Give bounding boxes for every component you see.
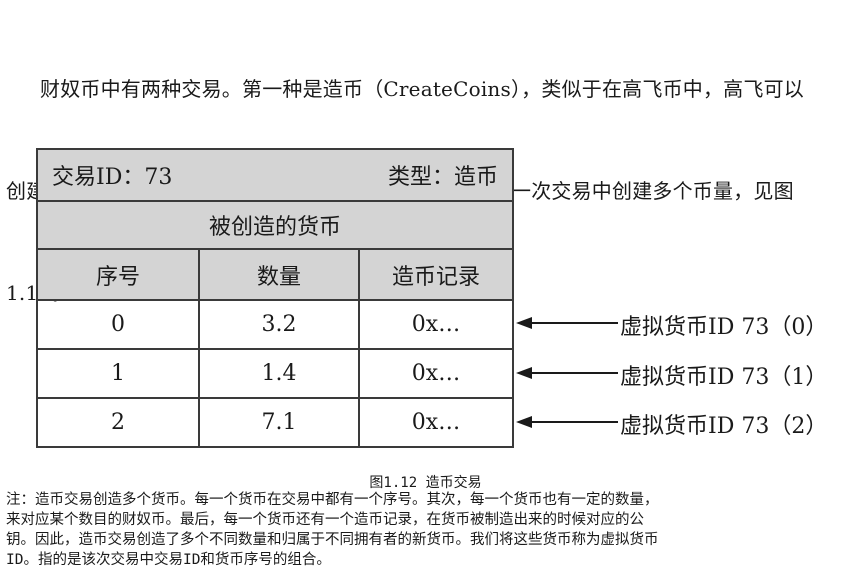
column-header-index: 序号 (95, 264, 140, 290)
table-row: 0 3.2 0x… (38, 299, 512, 348)
cell-amount: 1.4 (198, 350, 358, 397)
paragraph-line: 财奴币中有两种交易。第一种是造币（CreateCoins），类似于在高飞币中，高… (40, 77, 804, 101)
create-coins-transaction-table: 交易ID：73 类型：造币 被创造的货币 序号 数量 造币记录 0 3.2 0x… (36, 148, 514, 448)
pointer-arrows (516, 317, 618, 428)
cell-record: 0x… (358, 350, 512, 397)
note-line: 注：造币交易创造多个货币。每一个货币在交易中都有一个序号。其次，每一个货币也有一… (6, 492, 659, 508)
cell-index: 0 (111, 312, 125, 337)
table-row: 1 1.4 0x… (38, 348, 512, 397)
figure-caption: 图1.12 造币交易 (369, 475, 482, 491)
cell-index: 2 (111, 410, 125, 435)
table-header-row: 交易ID：73 类型：造币 (38, 150, 512, 200)
virtual-coin-id-label: 虚拟货币ID 73（1） (620, 365, 828, 390)
note-line: 钥。因此，造币交易创造了多个不同数量和归属于不同拥有者的新货币。我们将这些货币称… (6, 532, 659, 548)
arrow-icon (516, 416, 618, 428)
table-subtitle: 被创造的货币 (208, 215, 341, 240)
arrow-icon (516, 367, 618, 379)
cell-amount: 3.2 (198, 301, 358, 348)
note-line: ID。指的是该次交易中交易ID和货币序号的组合。 (6, 552, 331, 568)
cell-amount: 7.1 (198, 399, 358, 446)
cell-record: 0x… (358, 301, 512, 348)
table-subtitle-row: 被创造的货币 (38, 200, 512, 248)
table-column-header-row: 序号 数量 造币记录 (38, 248, 512, 299)
table-row: 2 7.1 0x… (38, 397, 512, 446)
column-header-amount: 数量 (198, 250, 358, 299)
figure-note: 注：造币交易创造多个货币。每一个货币在交易中都有一个序号。其次，每一个货币也有一… (6, 490, 851, 570)
transaction-id-label: 交易ID：73 (52, 165, 173, 190)
note-line: 来对应某个数目的财奴币。最后，每一个货币还有一个造币记录，在货币被制造出来的时候… (6, 512, 644, 528)
virtual-coin-id-label: 虚拟货币ID 73（2） (620, 414, 828, 439)
transaction-type-label: 类型：造币 (387, 165, 498, 190)
cell-index: 1 (111, 361, 125, 386)
cell-record: 0x… (358, 399, 512, 446)
column-header-record: 造币记录 (358, 250, 512, 299)
virtual-coin-id-label: 虚拟货币ID 73（0） (620, 315, 828, 340)
arrow-icon (516, 317, 618, 329)
